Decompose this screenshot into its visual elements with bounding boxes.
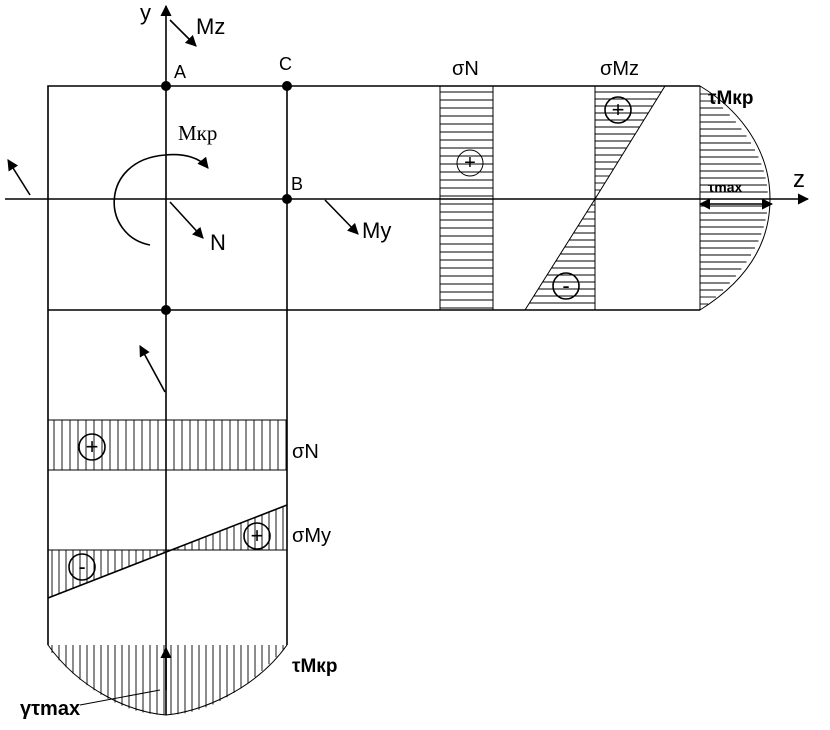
sigma-mz-diagram <box>524 85 666 311</box>
torque-arrow <box>113 153 209 246</box>
sigma-mz-label: σMz <box>600 58 639 80</box>
tau-max-top-label: τmax <box>708 179 742 195</box>
svg-text:+: + <box>612 97 625 122</box>
lower-arrow <box>139 345 166 393</box>
gamma-tau-max-label: γτmax <box>20 698 80 720</box>
plus-sign-sigma-mz: + <box>604 96 632 124</box>
svg-text:-: - <box>78 554 85 579</box>
node-c <box>282 81 292 91</box>
mz-label: Mz <box>196 14 225 39</box>
torque-label: Mкр <box>178 121 217 145</box>
minus-sign-sigma-my: - <box>68 553 96 581</box>
tau-mkr-bottom-diagram <box>47 644 288 716</box>
plus-sign-sigma-my: + <box>243 522 271 550</box>
node-a <box>161 81 171 91</box>
plus-sign-sigma-n-bottom: + <box>78 433 106 461</box>
svg-text:-: - <box>562 273 569 298</box>
tau-mkr-top-diagram <box>698 85 774 311</box>
svg-text:+: + <box>464 152 476 174</box>
y-axis-label: y <box>140 0 151 25</box>
plus-sign-top-sigma-n: + <box>456 149 484 177</box>
z-axis-label: z <box>793 166 805 193</box>
mz-arrow <box>169 19 197 47</box>
section-outline <box>47 85 700 645</box>
svg-text:+: + <box>251 523 264 548</box>
tau-mkr-bottom-label: τMкр <box>292 656 337 677</box>
n-arrow <box>169 201 204 239</box>
point-a-label: A <box>174 62 186 82</box>
point-b-label: B <box>291 174 303 194</box>
my-label: My <box>362 218 391 243</box>
tau-mkr-top-label: τMкр <box>708 88 753 109</box>
node-b <box>282 194 292 204</box>
svg-text:+: + <box>86 434 99 459</box>
minus-sign-sigma-mz: - <box>552 272 580 300</box>
left-arrow <box>7 159 31 196</box>
sigma-my-label: σMy <box>292 525 331 547</box>
sigma-my-diagram <box>47 504 288 599</box>
normal-force-label: N <box>210 230 226 255</box>
my-arrow <box>324 199 359 235</box>
sigma-n-bottom-diagram <box>53 420 287 470</box>
sigma-n-top-diagram <box>440 91 493 309</box>
point-c-label: C <box>279 54 292 74</box>
sigma-n-top-label: σN <box>452 58 479 80</box>
sigma-n-bottom-label: σN <box>292 441 319 463</box>
node-lower <box>161 305 171 315</box>
